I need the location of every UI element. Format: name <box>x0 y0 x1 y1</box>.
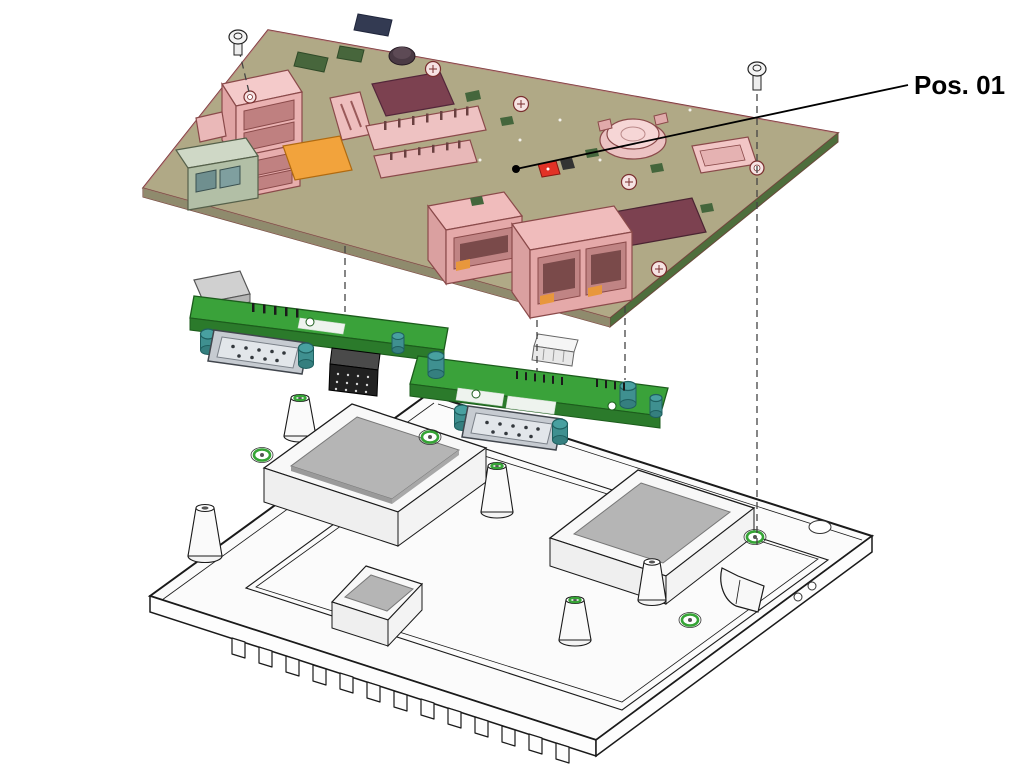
standoff-post <box>619 380 637 409</box>
thermal-pedestal-small <box>330 565 424 648</box>
thermal-pedestal-right <box>548 469 756 606</box>
mainboard-edge <box>609 131 839 329</box>
board-mounting-hole <box>305 317 315 327</box>
board-mounting-hole <box>243 90 257 104</box>
standoff-cone <box>558 596 592 647</box>
silkscreen-label <box>455 387 505 407</box>
screw-boss-ring <box>743 529 767 545</box>
board-screw <box>650 260 668 278</box>
screw-head <box>228 29 248 45</box>
chassis-small-hole-1 <box>793 592 803 602</box>
heatsink-fins <box>231 637 570 764</box>
mounting-screw-left <box>228 29 248 56</box>
screw-head <box>747 61 767 77</box>
screw-recess <box>233 32 243 40</box>
smd-chip <box>353 13 393 37</box>
chassis-small-hole-2 <box>807 581 817 591</box>
silkscreen-label <box>505 395 557 415</box>
boss-ring <box>568 596 582 604</box>
microsd-slot <box>691 136 758 174</box>
bracket-clip <box>195 111 227 143</box>
serial-daughterboard-left <box>189 270 449 397</box>
chassis-top-face <box>147 392 875 742</box>
standoff-cone <box>480 462 514 519</box>
board-screw <box>424 60 442 78</box>
heatsink-chassis <box>147 392 875 764</box>
pin-header-array <box>516 371 563 385</box>
via-dots <box>478 88 692 162</box>
db9-pin-holes <box>485 420 540 439</box>
pin-header-array <box>252 303 299 318</box>
mounting-screw-right <box>747 61 767 91</box>
board-mounting-hole <box>607 401 617 411</box>
chassis-skirt-right <box>595 534 873 758</box>
orange-thermal-pad <box>282 135 353 181</box>
screw-boss-ring <box>250 447 274 463</box>
smd-chip <box>336 45 365 63</box>
coin-cell-battery <box>597 112 669 160</box>
boss-ring <box>490 462 504 470</box>
chassis-oval-hole <box>808 520 832 534</box>
rj45-jack-single <box>426 191 524 286</box>
jack-screw-post <box>551 418 569 445</box>
rj45-contact <box>540 293 554 305</box>
jack-screw-post <box>297 342 315 369</box>
standoff-post <box>649 393 663 418</box>
boss-ring <box>293 394 307 402</box>
screw-shaft <box>752 74 762 91</box>
fiber-socket-module <box>174 137 260 211</box>
standoff-post <box>427 350 445 379</box>
usb-port-opening <box>243 99 295 131</box>
processor-chip <box>371 71 455 117</box>
serial-daughterboard-right <box>409 333 669 451</box>
standoff-cone <box>637 558 667 607</box>
pin-header-array <box>596 379 625 391</box>
screw-recess <box>752 64 762 72</box>
board-screw <box>512 95 530 113</box>
rj45-contact <box>588 285 602 297</box>
callout: Pos. 01 <box>512 70 1005 173</box>
smd-chip <box>560 158 575 170</box>
thermal-pad-small <box>343 574 415 612</box>
board-mounting-hole <box>471 389 481 399</box>
callout-dot <box>512 165 520 173</box>
mainboard-highlight-overlay <box>143 30 838 318</box>
assembly-guides <box>238 49 758 548</box>
retention-clip <box>720 567 765 613</box>
board-screw <box>620 173 638 191</box>
callout-label: Pos. 01 <box>914 70 1005 100</box>
white-header-connector <box>531 333 579 367</box>
screw-boss-ring <box>418 429 442 445</box>
db9-connector-right <box>453 404 569 451</box>
db9-connector-left <box>199 328 315 375</box>
board-connector <box>373 139 478 179</box>
rj45-contact <box>456 259 470 271</box>
mainboard <box>141 13 840 329</box>
rj45-jack-dual <box>510 205 634 320</box>
db9-pin-holes <box>231 344 286 363</box>
standoff-post <box>391 332 405 354</box>
thermal-pad-right <box>572 482 732 564</box>
callout-leader-line <box>515 84 909 170</box>
smd-chip <box>293 51 329 73</box>
screw-boss-ring <box>678 612 702 628</box>
relay-component <box>328 347 381 397</box>
standoff-cone <box>187 504 223 564</box>
board-connector <box>365 105 487 151</box>
